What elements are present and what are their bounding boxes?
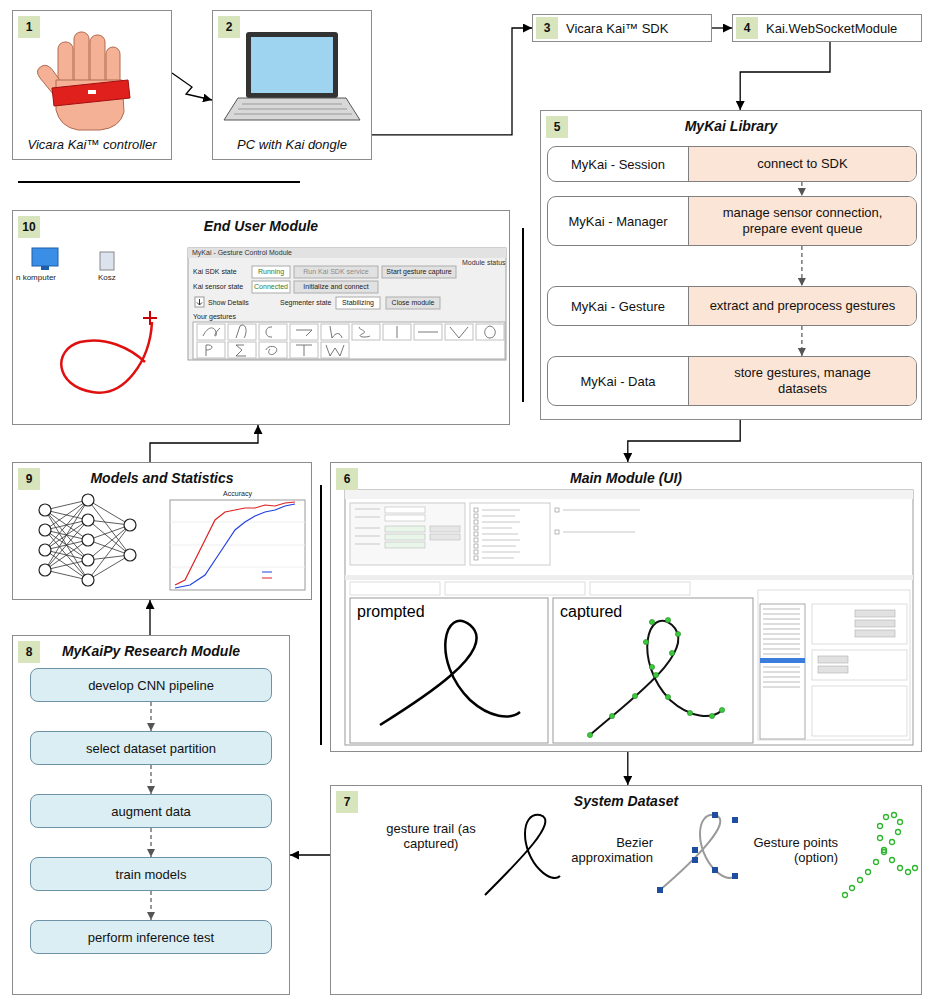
library-layer: MyKai - Managermanage sensor connection,… [547, 196, 917, 246]
laptop-illustration [224, 32, 360, 120]
number-badge: 4 [736, 17, 758, 39]
module-box: 2 PC with Kai dongle [212, 10, 372, 160]
layer-name: MyKai - Gesture [548, 287, 688, 325]
number-badge: 6 [336, 468, 358, 490]
dashed-flow-arrow [801, 246, 802, 286]
module-title: End User Module [13, 218, 509, 234]
pipeline-step: develop CNN pipeline [30, 668, 272, 702]
module-box: 3 Vicara Kai™ SDK [532, 14, 712, 42]
module-box: 9Models and Statistics [12, 462, 312, 600]
module-title: System Dataset [331, 793, 921, 809]
ui-button: Close module [386, 299, 440, 307]
number-badge: 7 [336, 791, 358, 813]
pipeline-step: augment data [30, 794, 272, 828]
pipeline-step: select dataset partition [30, 731, 272, 765]
pipeline-step: perform inference test [30, 920, 272, 954]
flow-arrow [627, 752, 628, 785]
step-label: augment data [111, 804, 191, 819]
status-field: Running [252, 268, 290, 276]
number-badge: 9 [18, 468, 40, 490]
step-label: perform inference test [88, 930, 214, 945]
step-label: select dataset partition [86, 741, 216, 756]
layer-function: manage sensor connection, prepare event … [688, 197, 916, 245]
status-field: Stabilizing [336, 299, 380, 307]
library-layer: MyKai - Gestureextract and preprocess ge… [547, 286, 917, 326]
number-badge: 1 [18, 16, 40, 38]
ui-label: Kai sensor state [193, 283, 243, 291]
library-layer: MyKai - Datastore gestures, manage datas… [547, 356, 917, 406]
flow-arrow [712, 27, 732, 28]
dataset-item-label: Gesture points (option) [738, 836, 838, 866]
ui-button: Initialize and connect [294, 283, 378, 291]
module-title: Models and Statistics [13, 470, 311, 486]
step-label: train models [116, 867, 187, 882]
module-title: MyKai Library [541, 118, 921, 134]
status-field: Connected [252, 283, 290, 291]
module-label: Vicara Kai™ SDK [566, 15, 708, 41]
layer-function: store gestures, manage datasets [688, 357, 916, 405]
dashed-flow-arrow [801, 182, 802, 196]
number-badge: 10 [18, 216, 40, 238]
neural-net-icon [39, 494, 136, 586]
layer-function: connect to SDK [688, 147, 916, 181]
dashed-flow-arrow [801, 326, 802, 356]
flow-arrow [150, 425, 258, 462]
separator-lines [18, 182, 523, 745]
desktop-icon-label: n komputer [16, 273, 56, 282]
panel-label: captured [560, 603, 622, 621]
module-box: 7System Dataset [330, 785, 922, 995]
flow-arrow [372, 28, 532, 135]
ui-label: Show Details [208, 299, 249, 307]
flow-arrow [290, 854, 330, 855]
desktop-icon-label: Kosz [98, 273, 116, 282]
chart-title: Accuracy [170, 490, 305, 498]
ui-label: Kai SDK state [193, 268, 237, 276]
number-badge: 3 [536, 17, 558, 39]
module-box: 10End User Module [12, 210, 510, 425]
main-ui-screenshot [345, 490, 913, 745]
module-title: Main Module (UI) [331, 470, 921, 486]
dataset-item-label: Bezier approximation [558, 836, 653, 866]
layer-name: MyKai - Manager [548, 197, 688, 245]
number-badge: 5 [546, 116, 568, 138]
dataset-illustrations [485, 812, 918, 898]
library-layer: MyKai - Sessionconnect to SDK [547, 146, 917, 182]
desktop-screenshot [32, 248, 506, 393]
hand-illustration [37, 32, 130, 130]
module-caption: PC with Kai dongle [216, 137, 368, 152]
accuracy-chart [170, 500, 305, 590]
window-title: MyKai - Gesture Control Module [192, 249, 292, 257]
dashed-flow-arrow [150, 828, 151, 857]
layer-name: MyKai - Data [548, 357, 688, 405]
dashed-flow-arrow [150, 765, 151, 794]
dashed-flow-arrow [150, 702, 151, 731]
module-label: Kai.WebSocketModule [766, 15, 918, 41]
module-title: MyKaiPy Research Module [13, 643, 289, 659]
module-box: 8MyKaiPy Research Module develop CNN pipe… [12, 635, 290, 995]
panel-label: prompted [357, 603, 425, 621]
ui-label: Segmenter state [280, 299, 331, 307]
flow-arrow [149, 600, 150, 635]
dashed-flow-arrow [150, 891, 151, 920]
module-caption: Vicara Kai™ controller [16, 137, 168, 152]
dataset-item-label: gesture trail (as captured) [383, 822, 479, 852]
module-box: 1Vicara Kai™ controller [12, 10, 172, 160]
ui-label: Your gestures [193, 313, 236, 321]
flow-arrow [172, 73, 212, 100]
layer-name: MyKai - Session [548, 147, 688, 181]
flow-arrow [628, 420, 740, 462]
ui-label: Module status [462, 259, 506, 267]
ui-button: Run Kai SDK service [294, 268, 378, 276]
layer-function: extract and preprocess gestures [688, 287, 916, 325]
flow-arrow [740, 42, 830, 110]
number-badge: 2 [218, 16, 240, 38]
module-box: 5MyKai LibraryMyKai - Sessionconnect to … [540, 110, 922, 420]
pipeline-step: train models [30, 857, 272, 891]
number-badge: 8 [18, 641, 40, 663]
ui-button: Start gesture capture [382, 268, 456, 276]
step-label: develop CNN pipeline [88, 678, 214, 693]
module-box: 4 Kai.WebSocketModule [732, 14, 922, 42]
